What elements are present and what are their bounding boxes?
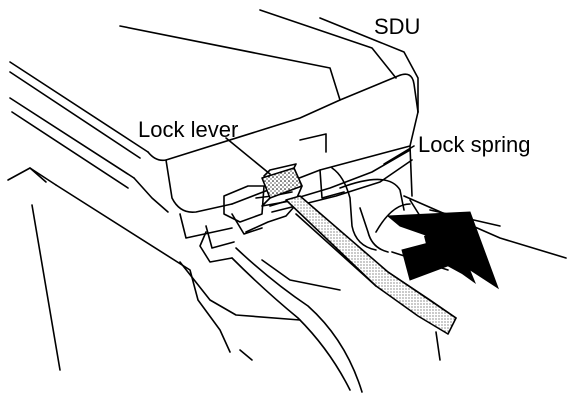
sdu-label: SDU bbox=[374, 14, 421, 39]
device-housing bbox=[7, 61, 301, 371]
lock-lever-label: Lock lever bbox=[138, 117, 239, 142]
leader-lines bbox=[225, 137, 415, 175]
sdu-unit bbox=[119, 9, 419, 239]
insertion-arrow-icon bbox=[386, 211, 499, 290]
screwdriver-tool bbox=[285, 195, 457, 335]
lock-spring-label: Lock spring bbox=[418, 132, 531, 157]
connector-housing bbox=[199, 185, 301, 263]
cable-left bbox=[231, 247, 363, 393]
lock-lever bbox=[261, 163, 303, 207]
